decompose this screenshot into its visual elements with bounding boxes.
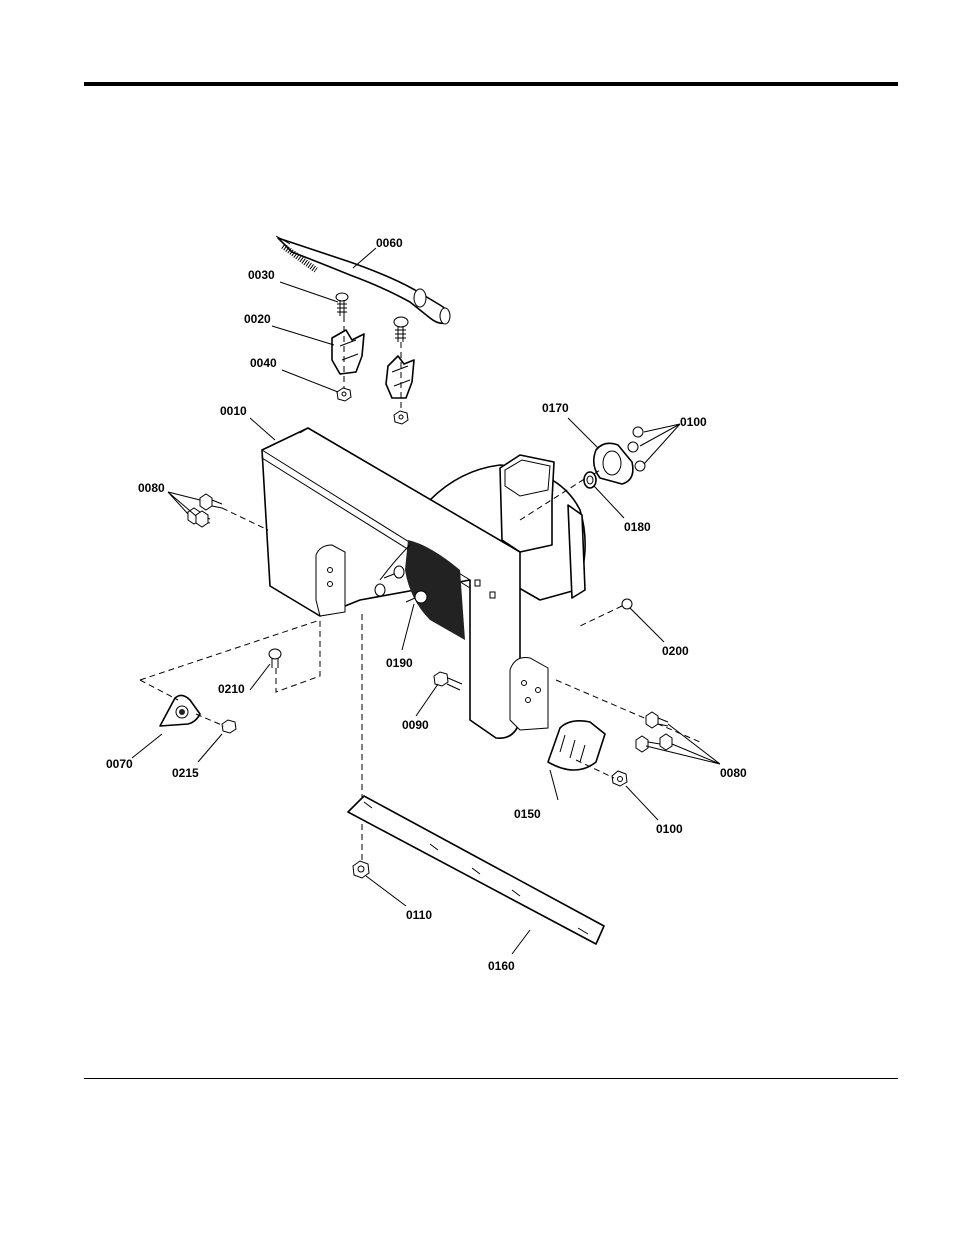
callout-0090: 0090	[402, 718, 429, 732]
bolt-0080-left	[188, 494, 222, 527]
callout-0215: 0215	[172, 766, 199, 780]
callout-0170: 0170	[542, 401, 569, 415]
callout-0030: 0030	[248, 268, 275, 282]
shoe-0150	[548, 721, 605, 770]
nut-0100-bottom	[612, 771, 627, 786]
nut-0040-b	[394, 411, 408, 424]
nut-0040	[337, 388, 351, 401]
callout-0160: 0160	[488, 959, 515, 973]
callout-0100-bottom: 0100	[656, 822, 683, 836]
callout-0010: 0010	[220, 404, 247, 418]
callout-0080-right: 0080	[720, 766, 747, 780]
blower-housing	[262, 428, 585, 738]
callout-0110: 0110	[406, 908, 432, 922]
bracket-0020-b	[386, 356, 414, 398]
shoe-0070	[160, 695, 200, 726]
chute-crank-rod	[276, 236, 450, 324]
callout-0200: 0200	[662, 644, 689, 658]
nut-0110	[353, 861, 369, 878]
bracket-0020	[332, 330, 364, 374]
footer-rule	[84, 1078, 898, 1079]
bolt-0090	[434, 672, 462, 690]
flange-0170	[594, 443, 633, 484]
callout-0210: 0210	[218, 682, 245, 696]
nut-0215	[222, 720, 236, 733]
callout-0190: 0190	[386, 656, 413, 670]
callout-0150: 0150	[514, 807, 541, 821]
screw-0030	[336, 293, 348, 316]
callout-0070: 0070	[106, 757, 133, 771]
screw-0030-b	[394, 317, 408, 342]
callout-0180: 0180	[624, 520, 651, 534]
callout-0080-left: 0080	[138, 481, 165, 495]
callout-0100-top: 0100	[680, 415, 707, 429]
callout-0060: 0060	[376, 236, 403, 250]
bolt-0210	[269, 649, 281, 668]
bolt-0200	[622, 599, 632, 609]
bearing-0180	[584, 472, 596, 488]
callout-0020: 0020	[244, 312, 271, 326]
scraper-bar-0160	[348, 796, 604, 944]
callout-0040: 0040	[250, 356, 277, 370]
bolt-0080-right	[636, 712, 672, 752]
